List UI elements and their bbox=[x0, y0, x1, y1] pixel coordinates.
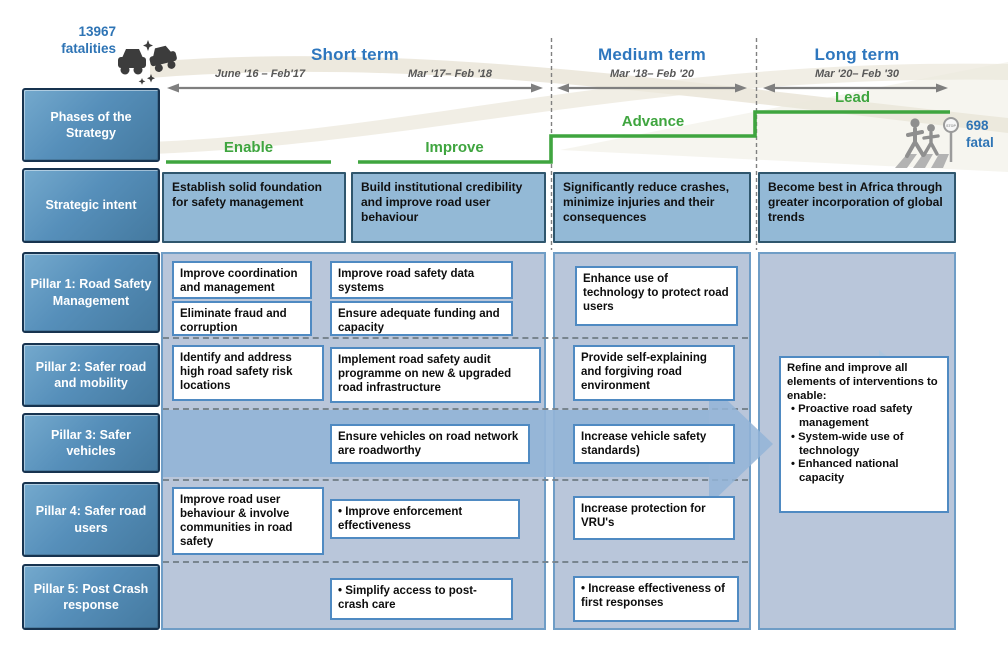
action-box-p1-medium: Enhance use of technology to protect roa… bbox=[575, 266, 738, 326]
svg-text:STOP: STOP bbox=[946, 124, 956, 128]
action-box-p4-improve: • Improve enforcement effectiveness bbox=[330, 499, 520, 539]
action-box-p2-medium: Provide self-explaining and forgiving ro… bbox=[573, 345, 735, 401]
timeline-date-3: Mar '18– Feb '20 bbox=[609, 68, 695, 80]
long-term-bullet-1: • Proactive road safety management bbox=[791, 403, 913, 430]
long-term-intro: Refine and improve all elements of inter… bbox=[787, 362, 938, 402]
term-header-long: Long term bbox=[814, 45, 900, 64]
row-label-pillar4: Pillar 4: Safer road users bbox=[22, 482, 160, 557]
row-label-pillar2: Pillar 2: Safer road and mobility bbox=[22, 343, 160, 407]
row-label-intent: Strategic intent bbox=[22, 168, 160, 243]
timeline-date-2: Mar '17– Feb '18 bbox=[407, 68, 493, 80]
long-term-summary-box: Refine and improve all elements of inter… bbox=[779, 356, 949, 513]
row-label-phases: Phases of the Strategy bbox=[22, 88, 160, 162]
row-separator-1 bbox=[163, 337, 748, 339]
phase-label-lead: Lead bbox=[834, 89, 870, 106]
pedestrian-crossing-icon: STOP bbox=[895, 117, 959, 168]
intent-cell-long: Become best in Africa through greater in… bbox=[758, 172, 956, 243]
action-box-p3-medium: Increase vehicle safety standards) bbox=[573, 424, 735, 464]
target-fatalities-label: fatal bbox=[966, 134, 994, 150]
term-header-short: Short term bbox=[311, 45, 399, 64]
action-box-p4-medium: Increase protection for VRU's bbox=[573, 496, 735, 540]
row-separator-2 bbox=[163, 408, 748, 410]
intent-cell-short-enable: Establish solid foundation for safety ma… bbox=[162, 172, 346, 243]
fatalities-stat: 13967 fatalities bbox=[18, 24, 116, 58]
row-separator-4 bbox=[163, 561, 748, 563]
action-box-p5-medium: • Increase effectiveness of first respon… bbox=[573, 576, 739, 622]
action-box-p4-enable: Improve road user behaviour & involve co… bbox=[172, 487, 324, 555]
action-box-p2-improve: Implement road safety audit programme on… bbox=[330, 347, 541, 403]
action-box-p1-improve-2: Ensure adequate funding and capacity bbox=[330, 301, 513, 336]
action-box-p5-improve: • Simplify access to post-crash care bbox=[330, 578, 513, 620]
row-separator-3 bbox=[163, 479, 748, 481]
row-label-pillar1: Pillar 1: Road Safety Management bbox=[22, 252, 160, 333]
fatalities-stat-value: 13967 bbox=[78, 24, 116, 39]
intent-cell-short-improve: Build institutional credibility and impr… bbox=[351, 172, 546, 243]
action-box-p1-enable-2: Eliminate fraud and corruption bbox=[172, 301, 312, 336]
fatalities-stat-label: fatalities bbox=[61, 40, 116, 56]
term-header-medium: Medium term bbox=[598, 45, 706, 64]
action-box-p1-improve-1: Improve road safety data systems bbox=[330, 261, 513, 299]
timeline-date-1: June '16 – Feb'17 bbox=[214, 68, 306, 80]
long-term-bullet-3: • Enhanced national capacity bbox=[791, 458, 899, 485]
intent-cell-medium: Significantly reduce crashes, minimize i… bbox=[553, 172, 751, 243]
action-box-p1-enable-1: Improve coordination and management bbox=[172, 261, 312, 299]
phase-label-advance: Advance bbox=[621, 113, 685, 130]
timeline-date-4: Mar '20– Feb '30 bbox=[814, 68, 900, 80]
action-box-p3-improve: Ensure vehicles on road network are road… bbox=[330, 424, 530, 464]
long-term-bullet-2: • System-wide use of technology bbox=[791, 430, 904, 457]
phase-label-enable: Enable bbox=[223, 139, 274, 156]
row-label-pillar3: Pillar 3: Safer vehicles bbox=[22, 413, 160, 473]
action-box-p2-enable: Identify and address high road safety ri… bbox=[172, 345, 324, 401]
phase-label-improve: Improve bbox=[425, 139, 484, 156]
row-label-pillar5: Pillar 5: Post Crash response bbox=[22, 564, 160, 630]
target-fatalities-stat: 698 fatal bbox=[966, 118, 1008, 152]
target-fatalities-value: 698 bbox=[966, 118, 989, 133]
